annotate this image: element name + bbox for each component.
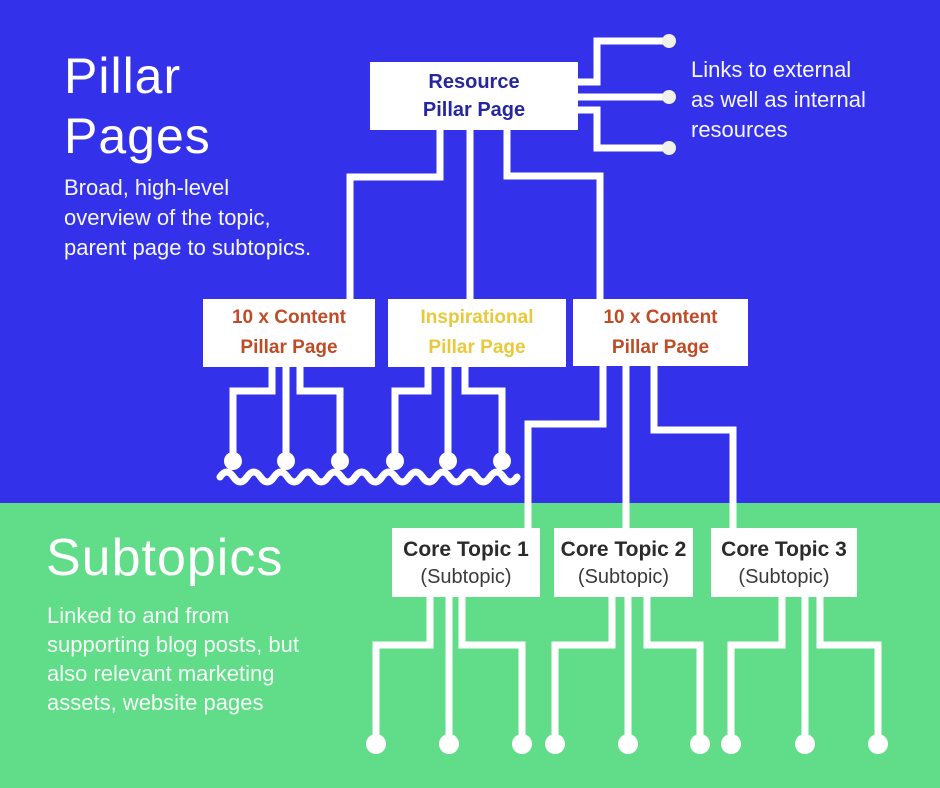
node-dot [439, 734, 459, 754]
box-label-line: (Subtopic) [738, 565, 830, 588]
connector-line [551, 594, 616, 735]
note-line: as well as internal [691, 87, 866, 112]
box-label-line: Resource [428, 71, 520, 93]
content-box-1-subtopic-lines [224, 364, 349, 470]
external-link-line-top [578, 37, 663, 86]
inspirational-pillar-page-box: Inspirational Pillar Page [388, 299, 566, 367]
box-label-line: Core Topic 3 [721, 537, 847, 561]
box-label-line: Pillar Page [240, 337, 338, 358]
box-label-line: 10 x Content [231, 307, 347, 328]
core-topic-3-box: Core Topic 3 (Subtopic) [711, 528, 857, 597]
title-line: Pillar [64, 48, 182, 104]
content-to-core-connectors [524, 364, 737, 530]
node-dot [512, 734, 532, 754]
connector-line [346, 128, 444, 300]
node-dot [386, 452, 404, 470]
pillar-pages-description: Broad, high-level overview of the topic,… [64, 173, 311, 263]
external-node-dot [662, 90, 676, 104]
connector-line [503, 128, 604, 300]
node-dot [618, 734, 638, 754]
resource-to-content-connectors [346, 128, 604, 300]
external-link-line-bottom [578, 106, 663, 152]
external-links-note: Links to external as well as internal re… [691, 55, 866, 145]
connector-line [372, 594, 434, 735]
core-box-1-blog-lines [366, 594, 532, 754]
connector-line [524, 364, 607, 530]
title-line: Pages [64, 108, 211, 164]
external-node-dot [662, 34, 676, 48]
node-dot [545, 734, 565, 754]
connector-line [391, 364, 432, 453]
subtopics-description: Linked to and from supporting blog posts… [47, 601, 299, 717]
content-pillar-page-box-2: 10 x Content Pillar Page [573, 299, 748, 366]
box-label-line: 10 x Content [603, 306, 718, 328]
box-label-line: Core Topic 2 [560, 537, 687, 561]
box-label-line: Core Topic 1 [403, 537, 529, 561]
pillar-pages-title: Pillar Pages [64, 46, 211, 166]
box-label-line: Inspirational [420, 307, 534, 328]
wavy-line [216, 468, 521, 486]
box-label-line: Pillar Page [611, 336, 710, 358]
connector-line [643, 594, 704, 735]
description-line: overview of the topic, [64, 205, 271, 230]
connector-line [727, 594, 786, 735]
box-label-line: Pillar Page [428, 337, 526, 358]
note-line: Links to external [691, 57, 852, 82]
node-dot [277, 452, 295, 470]
core-box-2-blog-lines [545, 594, 710, 754]
description-line: Linked to and from [47, 603, 230, 628]
node-dot [331, 452, 349, 470]
description-line: supporting blog posts, but [47, 632, 299, 657]
description-line: assets, website pages [47, 690, 264, 715]
description-line: Broad, high-level [64, 175, 230, 200]
node-dot [868, 734, 888, 754]
node-dot [224, 452, 242, 470]
node-dot [493, 452, 511, 470]
node-dot [721, 734, 741, 754]
box-label-line: (Subtopic) [577, 565, 670, 588]
content-box-2-subtopic-lines [386, 364, 511, 470]
connector-line [458, 594, 526, 735]
connector-line [816, 594, 882, 735]
node-dot [795, 734, 815, 754]
subtopics-title: Subtopics [46, 529, 284, 587]
connector-line [229, 364, 276, 453]
resource-pillar-page-box: Resource Pillar Page [370, 62, 578, 130]
core-box-3-blog-lines [721, 594, 888, 754]
connector-line [650, 364, 737, 530]
connector-line [461, 364, 506, 453]
node-dot [439, 452, 457, 470]
box-label-line: (Subtopic) [420, 565, 512, 588]
node-dot [690, 734, 710, 754]
resource-external-connectors [578, 34, 676, 155]
box-label-line: Pillar Page [422, 99, 526, 121]
note-line: resources [691, 117, 788, 142]
node-dot [366, 734, 386, 754]
content-pillar-page-box-1: 10 x Content Pillar Page [203, 299, 375, 367]
core-topic-1-box: Core Topic 1 (Subtopic) [392, 528, 540, 597]
connector-line [296, 364, 344, 453]
core-topic-2-box: Core Topic 2 (Subtopic) [554, 528, 693, 597]
description-line: also relevant marketing [47, 661, 275, 686]
description-line: parent page to subtopics. [64, 235, 312, 260]
external-node-dot [662, 141, 676, 155]
